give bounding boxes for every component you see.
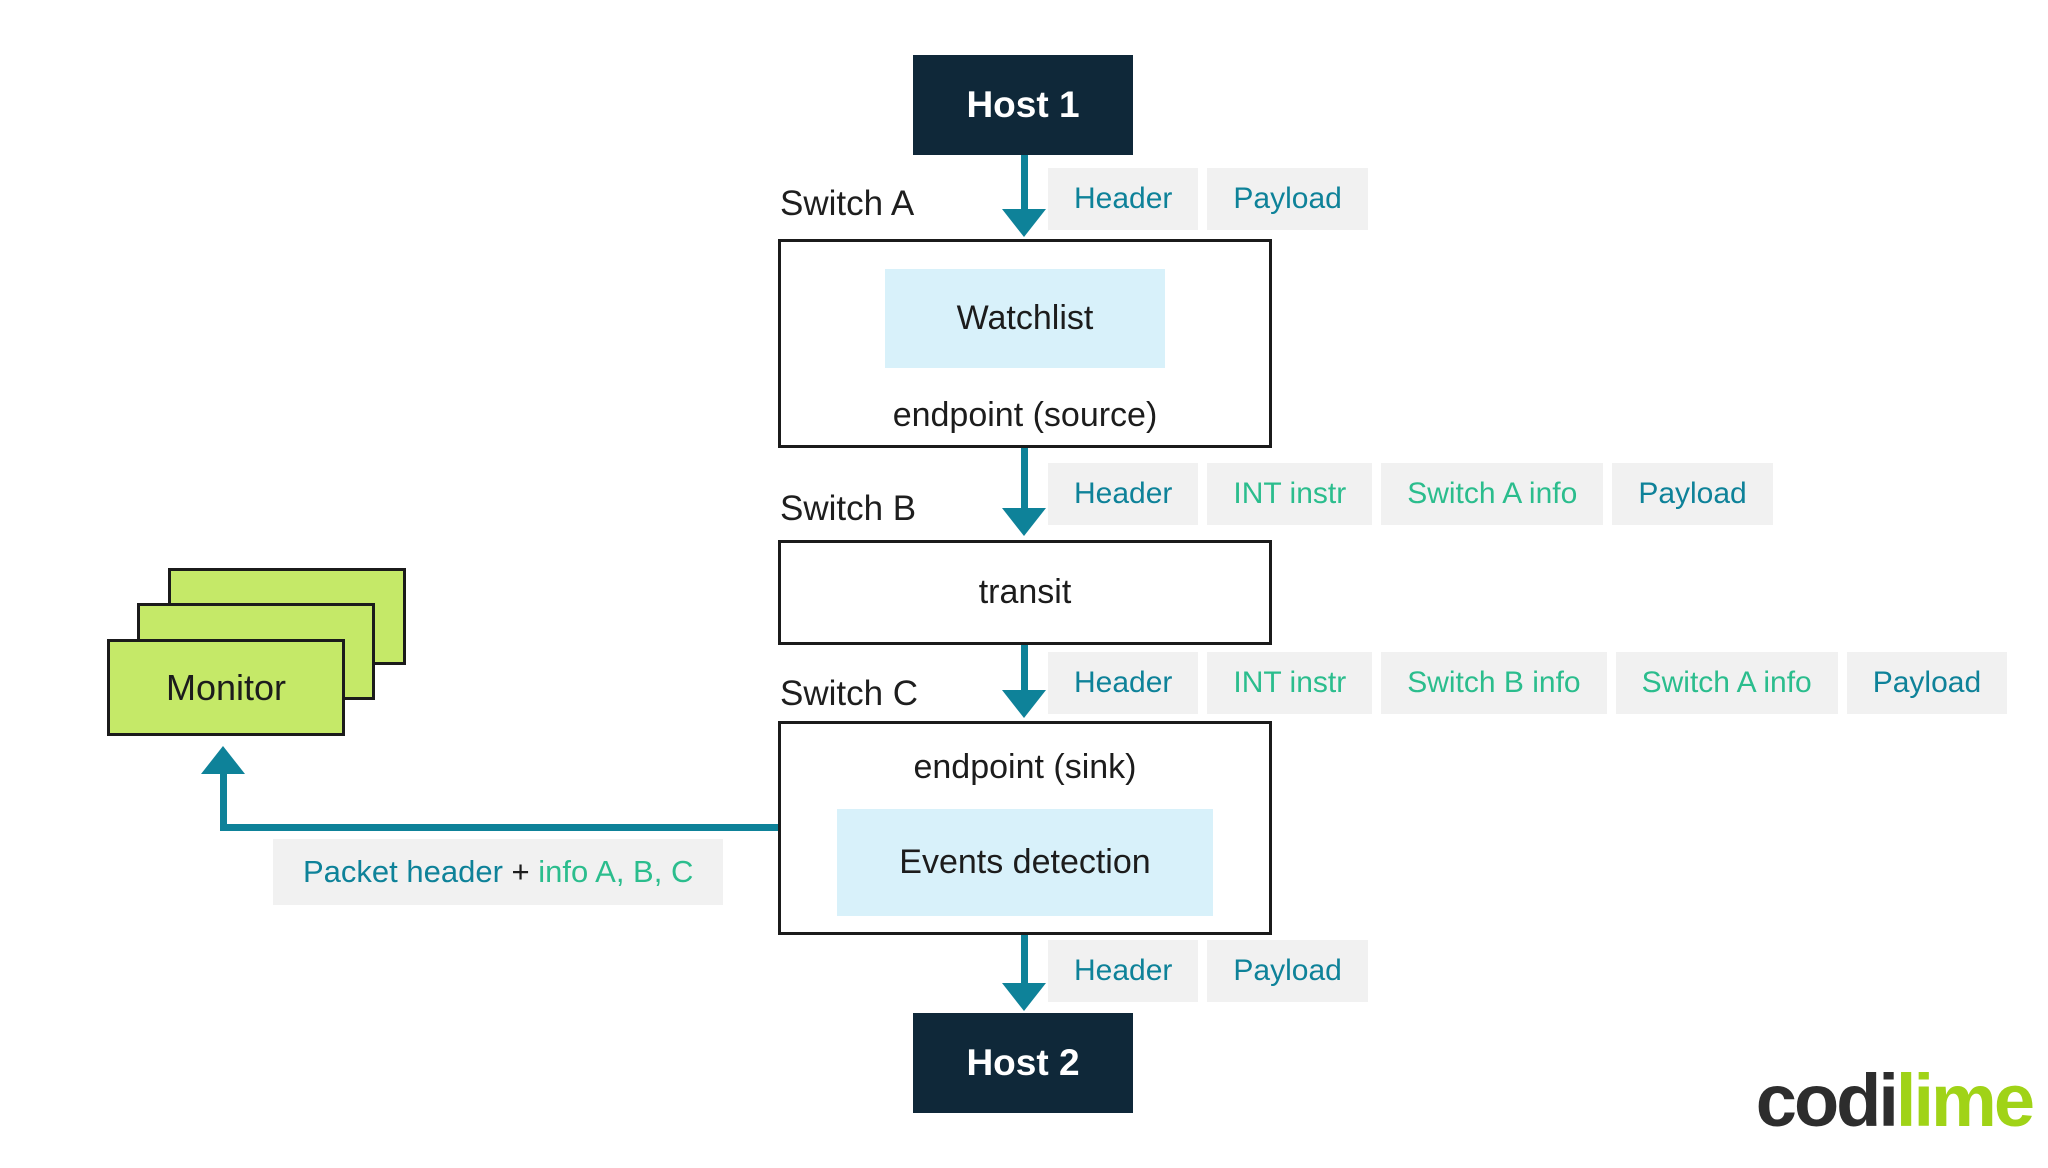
host1-label: Host 1 xyxy=(966,84,1080,125)
switchc-events-label: Events detection xyxy=(899,843,1151,881)
codilime-logo-dark-part: codi xyxy=(1755,1059,1899,1142)
switchc-node: endpoint (sink) Events detection xyxy=(778,721,1272,935)
host2-node: Host 2 xyxy=(913,1013,1133,1113)
switchc-events-block: Events detection xyxy=(837,809,1213,916)
packet-field-tag: Payload xyxy=(1846,652,2008,714)
switchb-label: Switch B xyxy=(780,489,917,528)
arrow-host1-to-switcha-line xyxy=(1021,155,1028,211)
packet-field-tag: Header xyxy=(1048,168,1199,230)
monitor-label: Monitor xyxy=(165,666,287,708)
switchc-label: Switch C xyxy=(780,674,919,713)
host2-label: Host 2 xyxy=(966,1042,1080,1083)
monitor-flow-label: Packet header + info A, B, C xyxy=(273,839,724,905)
packet-field-tag: Header xyxy=(1048,652,1199,714)
arrow-switchc-to-monitor-vline xyxy=(220,772,227,831)
packet-field-tag: Payload xyxy=(1612,463,1773,525)
monitor-flow-label-plus: + xyxy=(502,854,539,889)
arrow-host1-to-switcha-head xyxy=(1002,209,1046,237)
switchc-role-label: endpoint (sink) xyxy=(913,748,1137,786)
arrow-switcha-to-switchb-line xyxy=(1021,448,1028,510)
packet-field-tag: Switch B info xyxy=(1381,652,1607,714)
switcha-label: Switch A xyxy=(780,184,915,223)
packet-field-tag: Switch A info xyxy=(1615,652,1838,714)
monitor-flow-label-info: info A, B, C xyxy=(538,854,694,889)
arrow-switchc-to-host2-head xyxy=(1002,983,1046,1011)
switchb-node: transit xyxy=(778,540,1272,645)
switcha-watchlist-label: Watchlist xyxy=(956,299,1094,337)
packet-field-tag: INT instr xyxy=(1207,652,1373,714)
switcha-watchlist-block: Watchlist xyxy=(885,269,1165,368)
arrow-switcha-to-switchb-head xyxy=(1002,508,1046,536)
packet-field-tag: Payload xyxy=(1207,940,1368,1002)
monitor-flow-label-header: Packet header xyxy=(303,854,503,889)
arrow-switchb-to-switchc-head xyxy=(1002,690,1046,718)
packet-field-tag: Header xyxy=(1048,463,1199,525)
packet-field-tag: Switch A info xyxy=(1381,463,1604,525)
packet-field-tag: Header xyxy=(1048,940,1199,1002)
arrow-switchc-to-host2-line xyxy=(1021,935,1028,985)
switcha-node: Watchlist endpoint (source) xyxy=(778,239,1272,448)
switchb-role-label: transit xyxy=(978,573,1072,611)
codilime-logo-lime-part: lime xyxy=(1895,1059,2035,1142)
packet-field-tag: INT instr xyxy=(1207,463,1373,525)
codilime-logo: codilime xyxy=(1756,1064,2035,1138)
host1-node: Host 1 xyxy=(913,55,1133,155)
switcha-role-label: endpoint (source) xyxy=(892,396,1158,434)
packet-field-tag: Payload xyxy=(1207,168,1368,230)
arrow-switchb-to-switchc-line xyxy=(1021,645,1028,692)
arrow-switchc-to-monitor-hline xyxy=(220,824,778,831)
monitor-node-front: Monitor xyxy=(107,639,345,736)
arrow-switchc-to-monitor-head xyxy=(201,746,245,774)
